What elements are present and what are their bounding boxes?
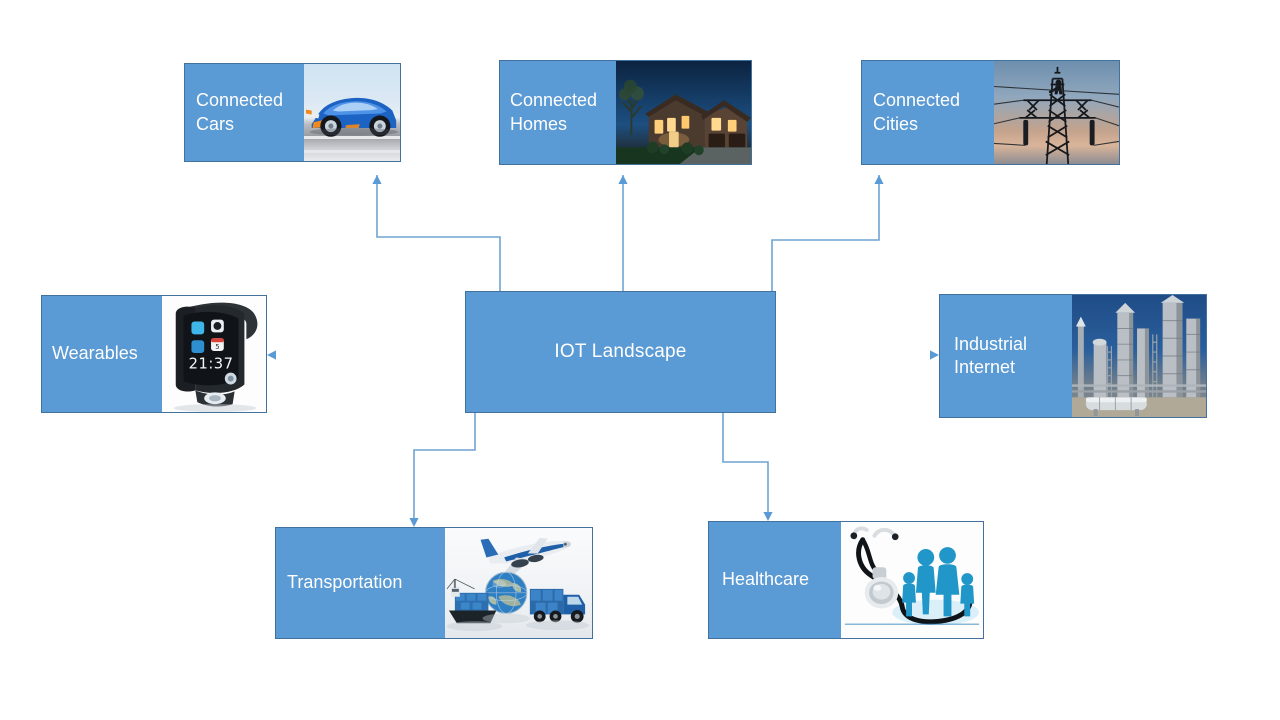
connector-center-to-healthcare bbox=[722, 413, 773, 521]
node-connected-cars[interactable]: Connected Cars bbox=[184, 63, 401, 162]
connector-center-to-connected-cars bbox=[372, 175, 501, 291]
node-wearables[interactable]: Wearables bbox=[41, 295, 267, 413]
node-label-wearables: Wearables bbox=[52, 343, 138, 364]
node-label-healthcare: Healthcare bbox=[722, 569, 810, 590]
connector-center-to-industrial-internet bbox=[776, 350, 939, 360]
node-healthcare[interactable]: Healthcare bbox=[708, 521, 984, 639]
connector-center-to-wearables bbox=[267, 350, 465, 360]
node-label-connected-cities: Connected Cities bbox=[873, 90, 961, 134]
smartwatch-image: 5 21:37 bbox=[162, 296, 266, 412]
label-pane-industrial-internet: Industrial Internet bbox=[940, 295, 1072, 417]
label-pane-connected-homes: Connected Homes bbox=[500, 61, 616, 164]
node-iot-landscape[interactable]: IOT Landscape bbox=[465, 291, 776, 413]
node-label-industrial-internet: Industrial Internet bbox=[954, 333, 1028, 377]
node-connected-cities[interactable]: Connected Cities bbox=[861, 60, 1120, 165]
label-pane-wearables: Wearables bbox=[42, 296, 162, 412]
stethoscope-family-image bbox=[841, 522, 983, 638]
house-at-night-image bbox=[616, 61, 751, 164]
svg-text:5: 5 bbox=[215, 343, 219, 351]
label-pane-connected-cities: Connected Cities bbox=[862, 61, 994, 164]
label-pane-connected-cars: Connected Cars bbox=[185, 64, 304, 161]
sports-car-image bbox=[304, 64, 400, 161]
connector-center-to-transportation bbox=[409, 413, 476, 527]
node-transportation[interactable]: Transportation bbox=[275, 527, 593, 639]
node-industrial-internet[interactable]: Industrial Internet bbox=[939, 294, 1207, 418]
svg-text:21:37: 21:37 bbox=[189, 356, 234, 373]
label-pane-healthcare: Healthcare bbox=[709, 522, 841, 638]
label-pane-transportation: Transportation bbox=[276, 528, 445, 638]
connector-center-to-connected-cities bbox=[771, 175, 884, 291]
node-label-transportation: Transportation bbox=[287, 572, 403, 593]
node-label-iot-landscape: IOT Landscape bbox=[554, 340, 687, 362]
plane-ship-truck-globe-image bbox=[445, 528, 592, 638]
node-label-connected-cars: Connected Cars bbox=[196, 90, 284, 134]
node-connected-homes[interactable]: Connected Homes bbox=[499, 60, 752, 165]
connector-center-to-connected-homes bbox=[618, 175, 628, 291]
refinery-plant-image bbox=[1072, 295, 1206, 417]
power-pylon-image bbox=[994, 61, 1119, 164]
node-label-connected-homes: Connected Homes bbox=[510, 90, 598, 134]
